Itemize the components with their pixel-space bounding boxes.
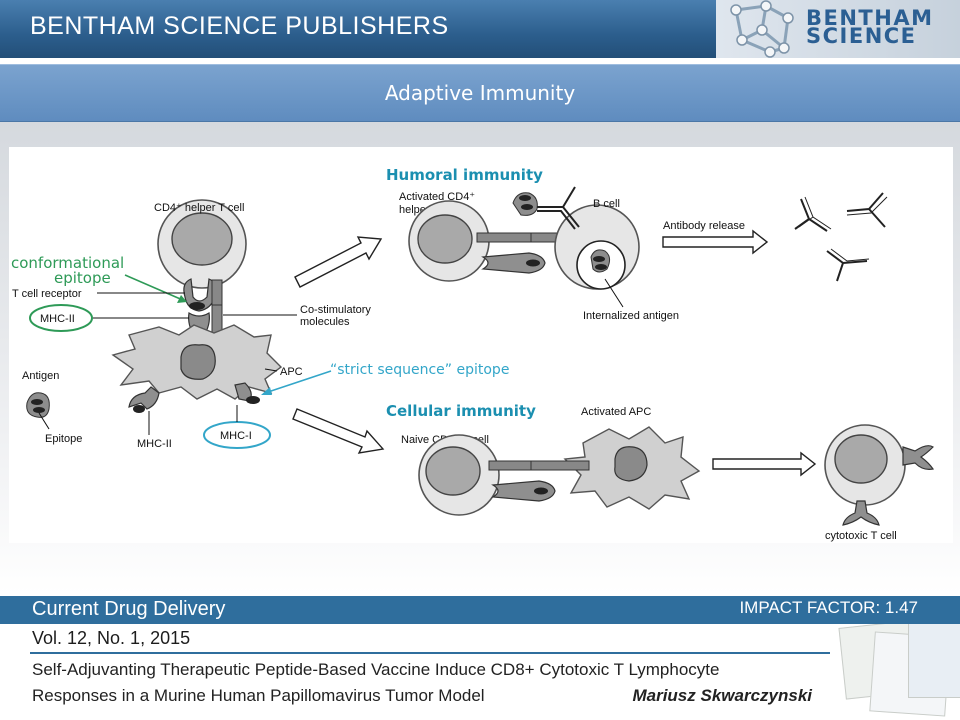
label-cellular: Cellular immunity bbox=[386, 402, 536, 420]
naive-cd8-nucleus bbox=[425, 446, 481, 496]
title-band: Adaptive Immunity bbox=[0, 64, 960, 122]
conformational-arrowhead bbox=[177, 295, 187, 303]
label-activated-cd4-1: Activated CD4⁺ bbox=[399, 191, 475, 203]
strict-arrow bbox=[264, 370, 332, 394]
label-humoral: Humoral immunity bbox=[386, 166, 543, 184]
journal-name: Current Drug Delivery bbox=[32, 598, 226, 620]
surface-antigen-mark bbox=[519, 195, 531, 201]
label-cd4-helper: CD4⁺ helper T cell bbox=[154, 202, 244, 214]
antibody-icon-3 bbox=[826, 248, 870, 282]
b-cell-receptor-icon-inner bbox=[537, 210, 576, 230]
arrow-icon bbox=[294, 236, 383, 288]
label-antibody-release: Antibody release bbox=[663, 220, 745, 232]
label-b-cell: B cell bbox=[593, 198, 620, 210]
footer-rule bbox=[30, 652, 830, 654]
label-cytotoxic: cytotoxic T cell bbox=[825, 530, 897, 542]
antibody-release-arrow bbox=[662, 229, 769, 255]
paper-thumbnail-3 bbox=[908, 616, 960, 698]
internalized-antigen-mark bbox=[593, 256, 605, 262]
cellular-bridge bbox=[488, 460, 590, 471]
label-mhc1-boxed: MHC-I bbox=[220, 430, 252, 442]
label-antigen: Antigen bbox=[22, 370, 59, 382]
label-internalized-antigen: Internalized antigen bbox=[583, 310, 679, 322]
label-conformational-epitope: epitope bbox=[54, 269, 111, 287]
b-cell-receptor-icon bbox=[537, 186, 580, 228]
label-costim-1: Co-stimulatory bbox=[300, 304, 371, 316]
label-mhc2: MHC-II bbox=[137, 438, 172, 450]
diagram-panel: CD4⁺ helper T cell conformational epitop… bbox=[9, 147, 953, 543]
logo-text-line2: SCIENCE bbox=[806, 24, 917, 48]
label-epitope: Epitope bbox=[45, 433, 82, 445]
humoral-epitope bbox=[526, 259, 540, 267]
epitope-leader bbox=[38, 412, 50, 430]
apc-mhc1-peptide bbox=[246, 396, 260, 404]
label-apc: APC bbox=[280, 366, 303, 378]
cd4-helper-t-cell-nucleus bbox=[171, 212, 233, 266]
cellular-epitope bbox=[534, 487, 548, 495]
apc-leader bbox=[264, 368, 278, 372]
humoral-tcr-complex bbox=[481, 252, 546, 274]
logo-text-line1: BENTHAM bbox=[806, 6, 934, 30]
cytotoxic-receptor-right bbox=[902, 445, 934, 470]
volume-info: Vol. 12, No. 1, 2015 bbox=[32, 628, 191, 648]
antibody-icon bbox=[794, 196, 832, 232]
activated-helper-nucleus bbox=[417, 214, 473, 264]
conformational-arrow bbox=[124, 274, 186, 302]
antibody-icon-2 bbox=[846, 192, 888, 228]
strict-arrowhead bbox=[261, 387, 272, 395]
activated-apc-nucleus bbox=[614, 446, 648, 482]
label-activated-apc: Activated APC bbox=[581, 406, 651, 418]
mhc2-epitope bbox=[189, 302, 205, 310]
bentham-molecule-logo-icon bbox=[730, 0, 794, 58]
apc-nucleus bbox=[180, 344, 216, 380]
publisher-name: BENTHAM SCIENCE PUBLISHERS bbox=[30, 12, 449, 40]
antigen-epitope-mark-2 bbox=[33, 407, 45, 413]
surface-antigen-mark-2 bbox=[521, 204, 533, 210]
author-name: Mariusz Skwarczynski bbox=[632, 686, 812, 705]
arrow-icon-lower bbox=[292, 408, 385, 454]
apc-mhc2-peptide bbox=[133, 405, 145, 413]
cytotoxic-receptor-bottom bbox=[842, 500, 880, 526]
impact-factor: IMPACT FACTOR: 1.47 bbox=[739, 598, 918, 617]
apc-mhc2-receptor bbox=[128, 386, 160, 410]
label-conformational: conformational bbox=[11, 254, 124, 272]
adaptive-immunity-diagram: CD4⁺ helper T cell conformational epitop… bbox=[11, 166, 934, 542]
cytotoxic-arrow bbox=[712, 451, 817, 477]
internalized-leader bbox=[604, 278, 624, 308]
label-strict-sequence: “strict sequence” epitope bbox=[330, 362, 509, 378]
internalized-antigen-mark-2 bbox=[595, 264, 607, 270]
label-t-cell-receptor: T cell receptor bbox=[12, 288, 82, 300]
journal-bar bbox=[0, 596, 960, 624]
label-costim-2: molecules bbox=[300, 316, 350, 328]
antigen-shape bbox=[26, 392, 50, 418]
mhc2-oval bbox=[29, 304, 93, 332]
article-title-line-1: Self-Adjuvanting Therapeutic Peptide-Bas… bbox=[32, 660, 720, 679]
label-mhc2-boxed: MHC-II bbox=[40, 313, 75, 325]
cellular-tcr-complex bbox=[491, 480, 556, 502]
slide-title: Adaptive Immunity bbox=[384, 81, 576, 105]
antigen-epitope-mark bbox=[31, 399, 43, 405]
cytotoxic-t-cell-nucleus bbox=[834, 434, 888, 484]
article-title-line-2: Responses in a Murine Human Papillomavir… bbox=[32, 686, 485, 705]
